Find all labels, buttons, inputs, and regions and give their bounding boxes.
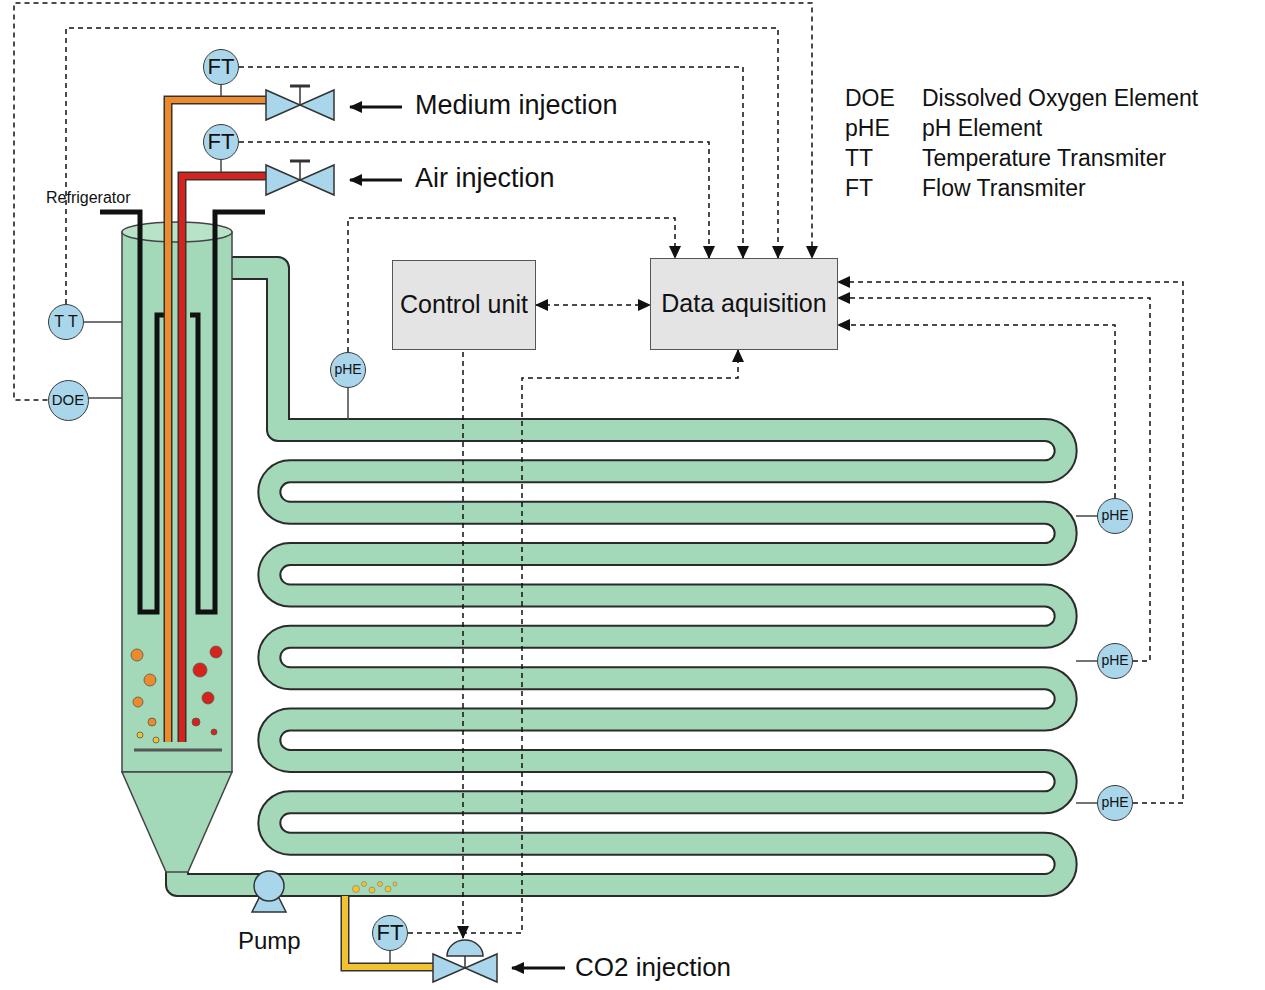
co2-tube xyxy=(345,896,436,967)
co2-bubbles xyxy=(353,882,398,894)
air-valve xyxy=(266,161,334,195)
instrument-circle: T T xyxy=(48,304,84,340)
instrument-circle: FT xyxy=(203,49,239,85)
inlet-arrow xyxy=(350,179,402,182)
box-label: Data aquisition xyxy=(661,290,826,318)
part-label: Refrigerator xyxy=(46,189,130,207)
legend-text: Flow Transmiter xyxy=(922,176,1086,201)
legend-text: FT xyxy=(845,176,873,201)
instrument-circle: FT xyxy=(203,124,239,160)
legend-text: pHE xyxy=(845,116,890,141)
instrument-tag: pHE xyxy=(1101,795,1128,810)
signal-line xyxy=(239,67,743,258)
instrument-circle: FT xyxy=(372,915,408,951)
inlet-arrow xyxy=(512,967,565,970)
signal-line xyxy=(239,142,709,258)
instrument-tag: FT xyxy=(377,921,404,945)
signal-line xyxy=(838,282,1183,803)
legend-text: pH Element xyxy=(922,116,1042,141)
control-valve xyxy=(433,940,497,982)
instrument-circle: pHE xyxy=(330,352,366,388)
instrument-circle: DOE xyxy=(48,380,89,421)
air-tube xyxy=(182,176,268,742)
signal-line xyxy=(536,304,650,306)
instrument-circle: pHE xyxy=(1097,643,1133,679)
part-label: Pump xyxy=(238,928,301,954)
pump-symbol xyxy=(252,871,286,912)
tubular-loop xyxy=(177,268,1066,885)
instrument-tag: FT xyxy=(208,55,235,79)
refrigerator-coil xyxy=(190,212,265,612)
box-label: Control unit xyxy=(400,291,528,319)
signal-line xyxy=(838,298,1150,661)
signal-line xyxy=(408,350,738,933)
part-label: CO2 injection xyxy=(575,953,731,982)
inlet-arrow xyxy=(350,106,402,109)
medium-valve xyxy=(266,86,334,120)
legend-text: DOE xyxy=(845,86,895,111)
process-box: Control unit xyxy=(392,260,536,350)
control-signal xyxy=(462,352,464,938)
signal-line xyxy=(838,325,1115,498)
instrument-circle: pHE xyxy=(1097,498,1133,534)
part-label: Air injection xyxy=(415,164,555,194)
bubbles xyxy=(131,646,222,743)
instrument-tag: FT xyxy=(208,130,235,154)
tube-path xyxy=(177,268,1066,885)
legend-text: Dissolved Oxygen Element xyxy=(922,86,1198,111)
instrument-tag: pHE xyxy=(334,362,361,377)
reactor-cone xyxy=(122,772,232,872)
instrument-tag: T T xyxy=(54,313,77,331)
instrument-tag: pHE xyxy=(1101,653,1128,668)
legend-text: Temperature Transmiter xyxy=(922,146,1166,171)
medium-tube xyxy=(168,100,268,742)
legend-text: TT xyxy=(845,146,873,171)
tube-path xyxy=(177,268,1066,885)
signal-line xyxy=(348,218,675,352)
instrument-tag: DOE xyxy=(52,392,85,409)
instrument-tag: pHE xyxy=(1101,508,1128,523)
sparger xyxy=(134,749,222,752)
part-label: Medium injection xyxy=(415,91,618,121)
process-box: Data aquisition xyxy=(650,258,838,350)
instrument-circle: pHE xyxy=(1097,785,1133,821)
refrigerator-coil xyxy=(100,212,165,612)
